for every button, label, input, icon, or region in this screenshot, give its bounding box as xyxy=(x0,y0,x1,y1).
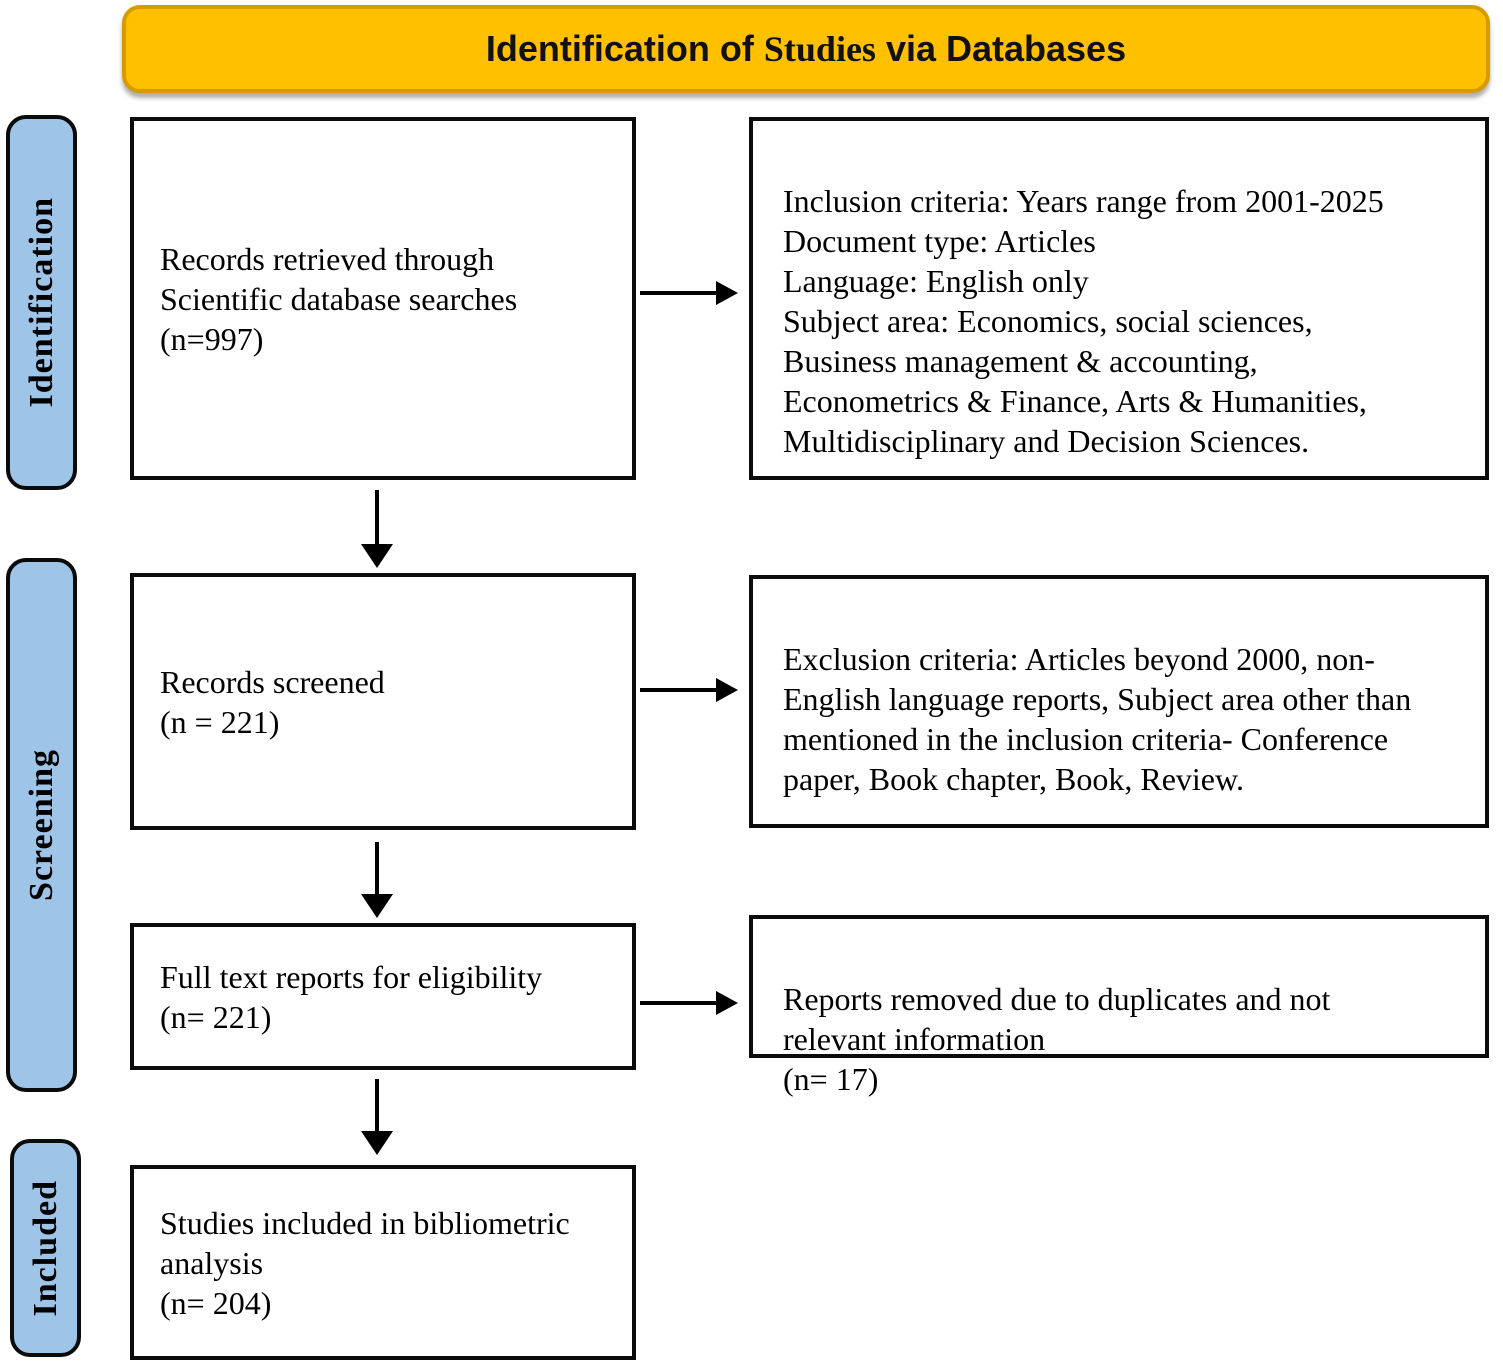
arrow-shaft xyxy=(640,291,716,295)
box-records-retrieved: Records retrieved through Scientific dat… xyxy=(130,117,636,480)
box-inclusion-criteria: Inclusion criteria: Years range from 200… xyxy=(749,117,1489,480)
arrow-head-icon xyxy=(716,678,738,702)
stage-identification-label: Identification xyxy=(22,197,60,408)
box-full-text-reports: Full text reports for eligibility (n= 22… xyxy=(130,923,636,1070)
box-records-retrieved-text: Records retrieved through Scientific dat… xyxy=(160,240,518,357)
arrow-down-screened-to-fulltext-icon xyxy=(361,842,393,918)
stage-included-label: Included xyxy=(26,1179,64,1317)
arrow-head-icon xyxy=(716,991,738,1015)
box-records-screened: Records screened (n = 221) xyxy=(130,573,636,830)
arrow-right-screened-to-exclusion-icon xyxy=(640,678,740,702)
title-text-serif: Studies xyxy=(763,29,876,69)
stage-included: Included xyxy=(10,1139,81,1357)
arrow-shaft xyxy=(375,490,379,544)
box-exclusion-criteria: Exclusion criteria: Articles beyond 2000… xyxy=(749,575,1489,828)
arrow-right-fulltext-to-removed-icon xyxy=(640,991,740,1015)
arrow-shaft xyxy=(640,688,716,692)
arrow-shaft xyxy=(375,842,379,894)
stage-identification: Identification xyxy=(6,115,77,490)
arrow-right-retrieved-to-inclusion-icon xyxy=(640,281,740,305)
arrow-head-icon xyxy=(361,544,393,568)
box-records-screened-text: Records screened (n = 221) xyxy=(160,663,385,740)
stage-screening: Screening xyxy=(6,558,77,1092)
arrow-down-fulltext-to-included-icon xyxy=(361,1079,393,1155)
box-reports-removed: Reports removed due to duplicates and no… xyxy=(749,915,1489,1097)
arrow-head-icon xyxy=(361,1131,393,1155)
box-inclusion-criteria-text: Inclusion criteria: Years range from 200… xyxy=(783,183,1384,459)
box-full-text-reports-text: Full text reports for eligibility (n= 22… xyxy=(160,958,543,1035)
title-text-sans-2: via Databases xyxy=(875,28,1127,69)
arrow-down-retrieved-to-screened-icon xyxy=(361,490,393,568)
title-text-sans-1: Identification of xyxy=(485,28,764,69)
stage-screening-label: Screening xyxy=(22,749,60,901)
box-studies-included: Studies included in bibliometric analysi… xyxy=(130,1165,636,1360)
title-banner: Identification of Studies via Databases xyxy=(122,5,1490,93)
arrow-shaft xyxy=(640,1001,716,1005)
box-exclusion-criteria-text: Exclusion criteria: Articles beyond 2000… xyxy=(783,641,1412,797)
arrow-head-icon xyxy=(361,894,393,918)
arrow-shaft xyxy=(375,1079,379,1131)
box-studies-included-text: Studies included in bibliometric analysi… xyxy=(160,1204,570,1321)
box-reports-removed-text: Reports removed due to duplicates and no… xyxy=(783,981,1331,1097)
arrow-head-icon xyxy=(716,281,738,305)
